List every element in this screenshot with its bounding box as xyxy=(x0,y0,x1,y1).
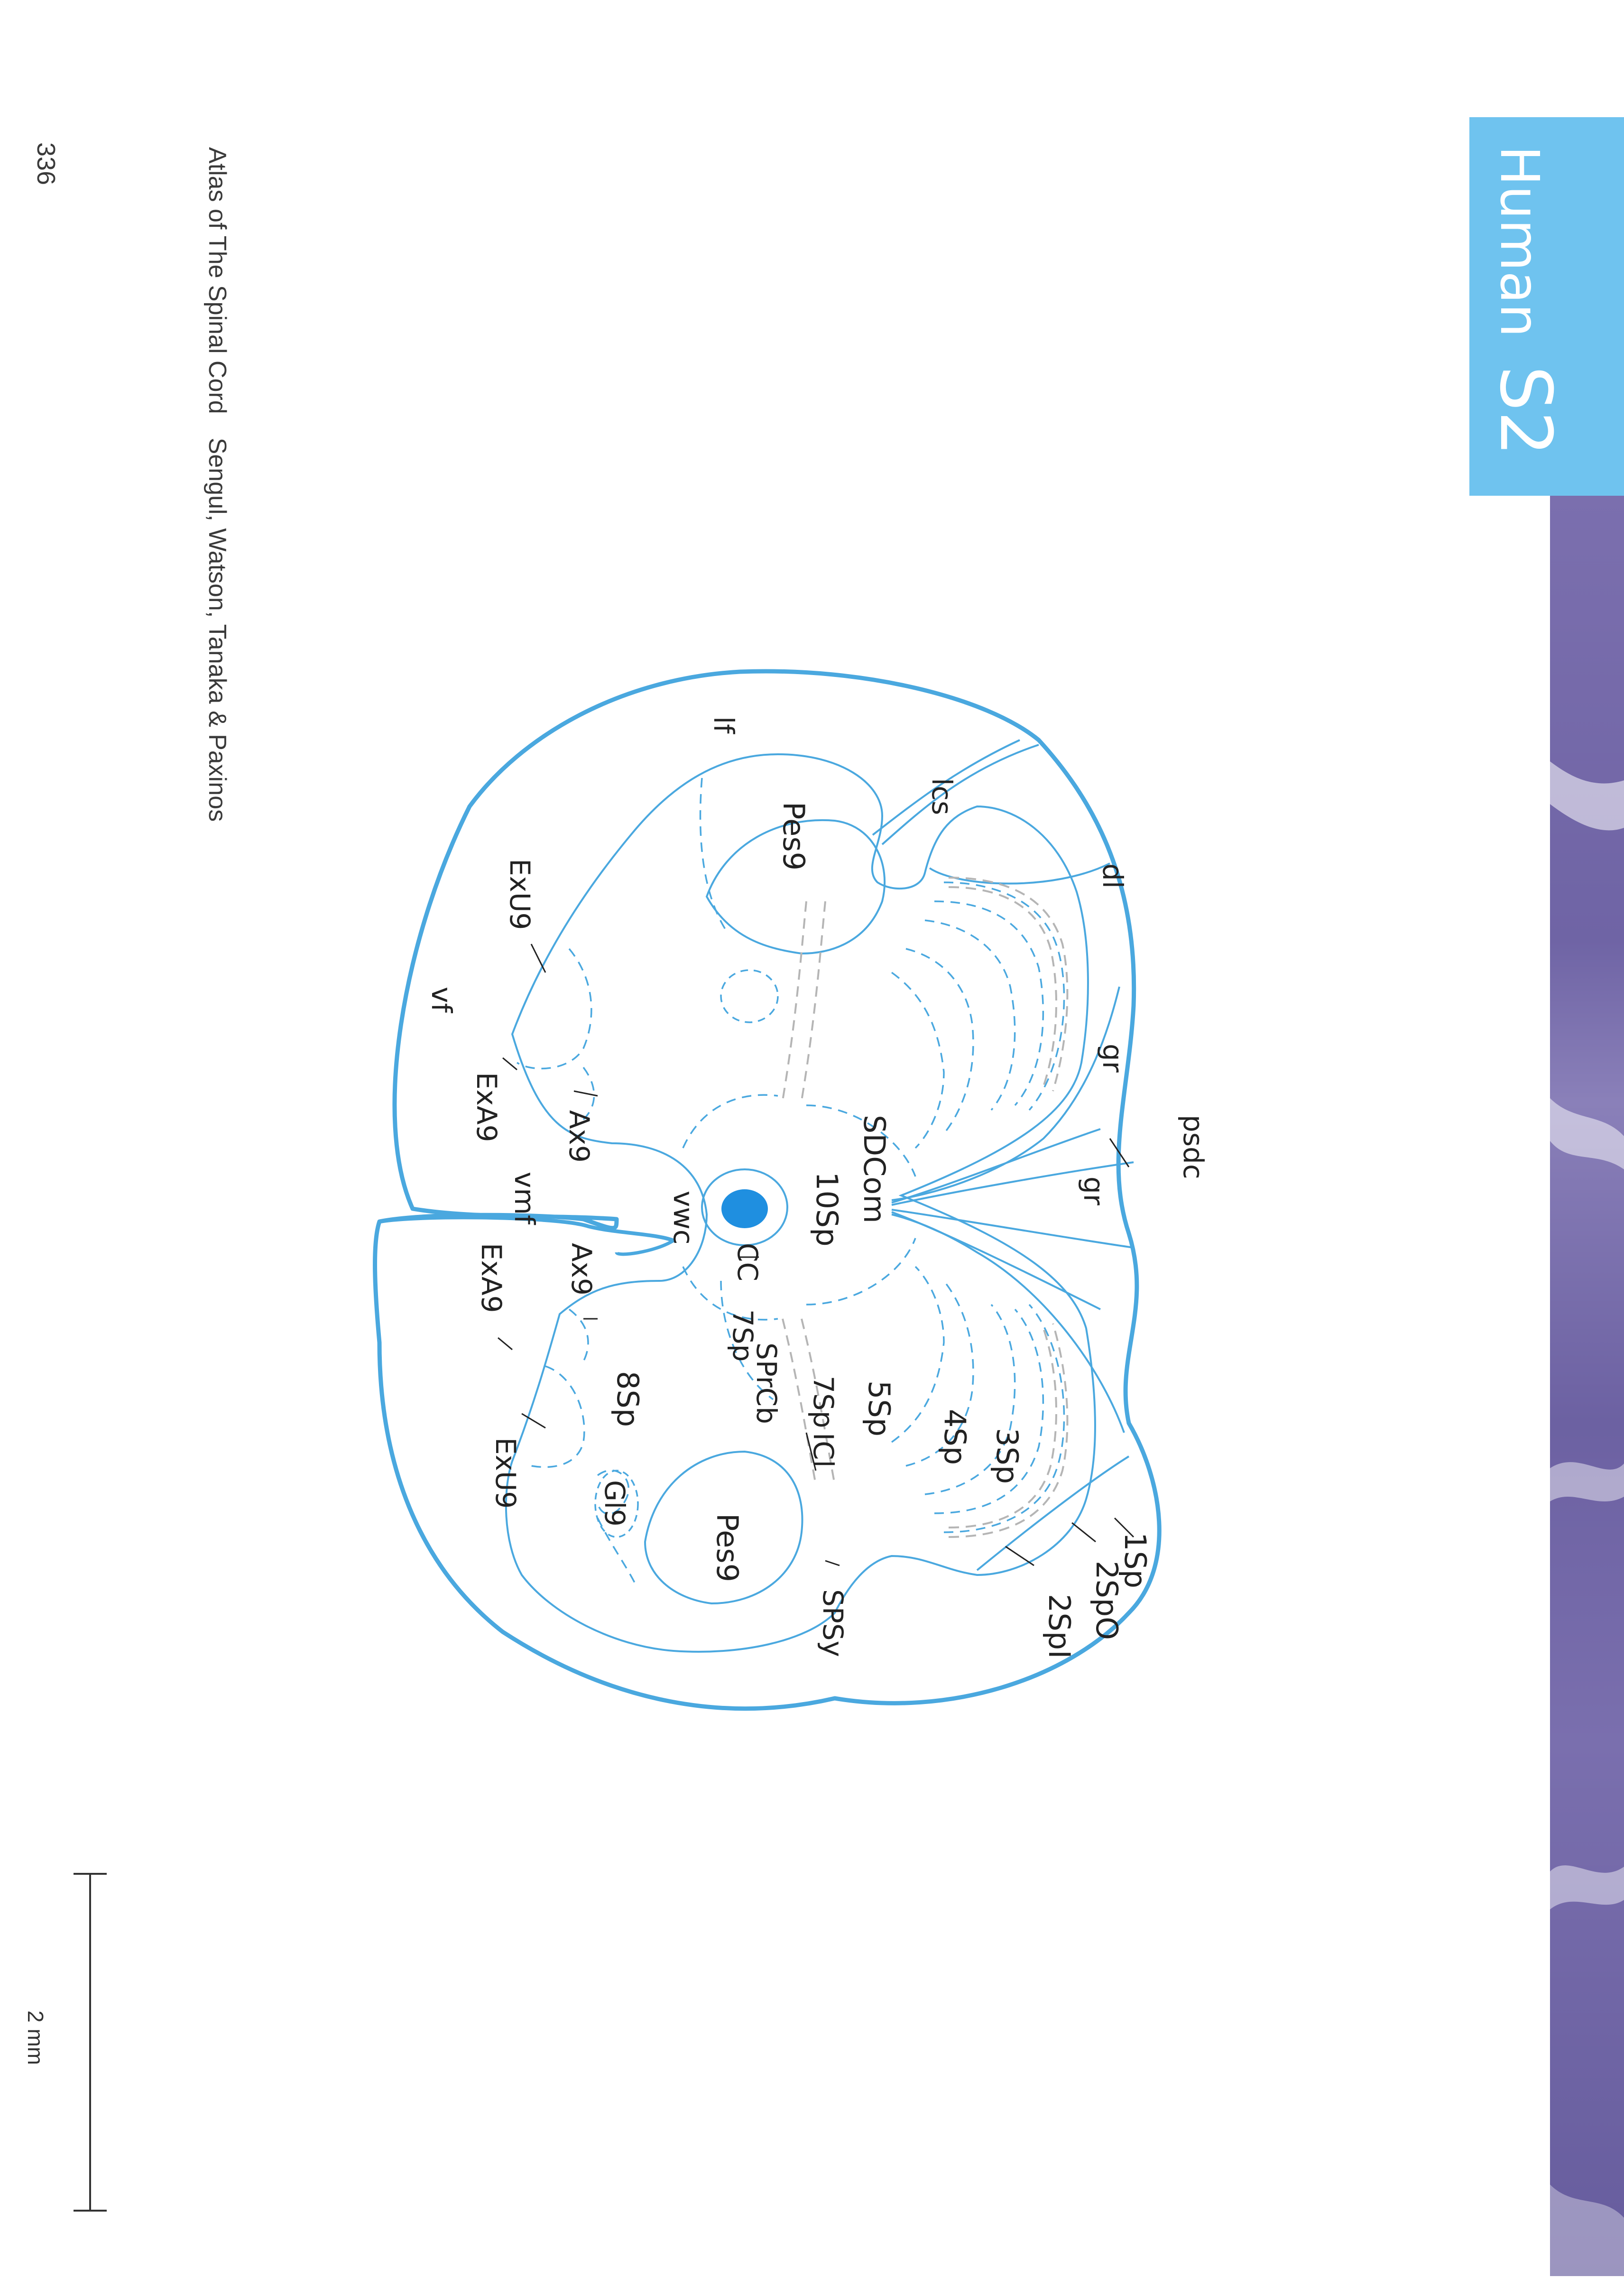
dashed-laminae xyxy=(517,778,1064,1584)
label-spsy: SPSy xyxy=(817,1589,849,1657)
spinal-cord-outline xyxy=(375,671,1160,1709)
label-gr-bottom: gr xyxy=(1078,1176,1110,1205)
label-cc: CC xyxy=(731,1243,764,1281)
label-vf: vf xyxy=(425,987,458,1013)
label-sprcb: SPrCb xyxy=(750,1343,783,1424)
label-icl: ICl xyxy=(807,1433,840,1468)
label-exa9-top: ExA9 xyxy=(471,1072,503,1142)
label-7sp-right: 7Sp xyxy=(807,1376,840,1428)
label-psdc: psdc xyxy=(1177,1115,1209,1179)
dashed-nucleus-top xyxy=(721,970,778,1022)
label-gl9: Gl9 xyxy=(599,1480,631,1527)
label-vwc: vwc xyxy=(667,1191,700,1245)
label-2spi: 2SpI xyxy=(1042,1594,1077,1658)
label-vmf: vmf xyxy=(508,1172,541,1224)
label-5sp: 5Sp xyxy=(862,1380,896,1436)
label-2spo: 2SpO xyxy=(1089,1561,1124,1640)
label-dl: dl xyxy=(1097,863,1129,889)
label-pes9-bottom: Pes9 xyxy=(710,1513,745,1582)
ventral-median-fissure-tip xyxy=(617,1241,674,1254)
label-10sp: 10Sp xyxy=(810,1172,844,1247)
label-exa9-bottom: ExA9 xyxy=(475,1243,508,1313)
label-gr-top: gr xyxy=(1097,1044,1129,1073)
label-exu9-bottom: ExU9 xyxy=(489,1437,522,1509)
label-exu9-top: ExU9 xyxy=(504,859,536,930)
label-lf: lf xyxy=(708,716,740,734)
label-sdcom: SDCom xyxy=(857,1115,892,1223)
label-8sp: 8Sp xyxy=(610,1371,645,1427)
label-lcs: lcs xyxy=(926,778,958,815)
label-4sp: 4Sp xyxy=(938,1409,972,1465)
label-3sp: 3Sp xyxy=(990,1428,1024,1484)
central-canal xyxy=(722,1190,767,1228)
label-ax9-bottom: Ax9 xyxy=(565,1243,598,1296)
label-ax9-top: Ax9 xyxy=(563,1110,595,1163)
label-pes9-top: Pes9 xyxy=(776,802,811,870)
scale-bar-label: 2 mm xyxy=(23,2010,48,2065)
